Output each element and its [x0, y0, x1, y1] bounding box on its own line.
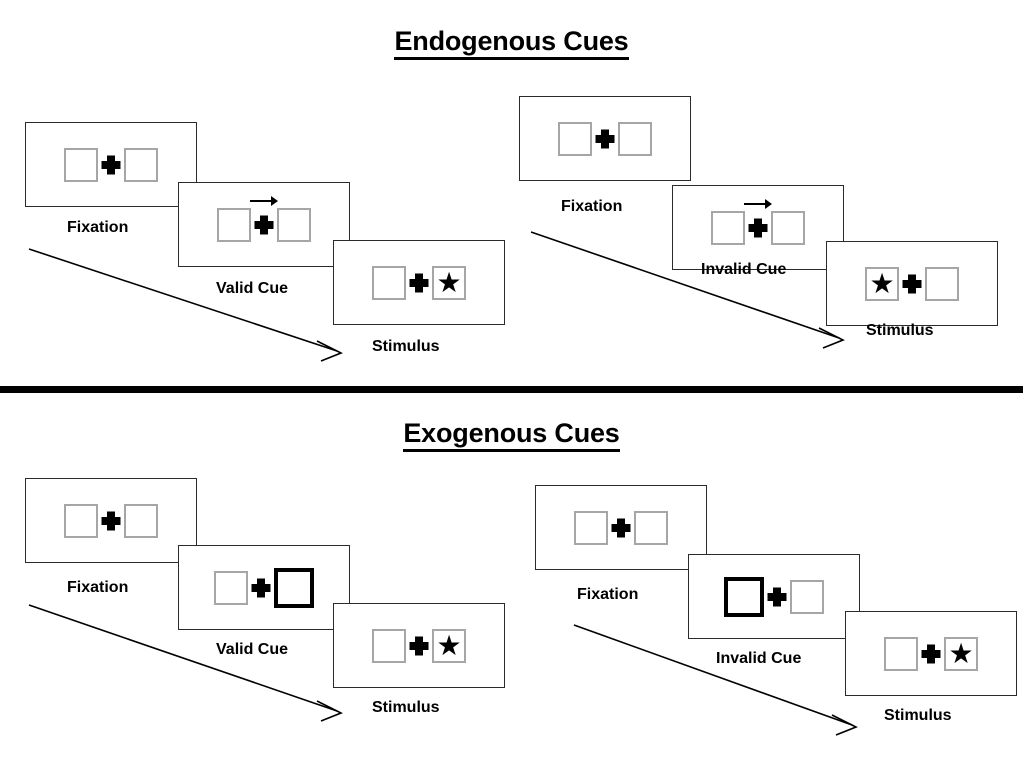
fixation-cross-icon	[899, 271, 925, 297]
frame-content: ★	[827, 242, 997, 325]
fixation-cross-icon	[744, 198, 772, 241]
exogenous-title-text: Exogenous Cues	[403, 418, 620, 452]
exogenous-valid-caption-fixation: Fixation	[67, 579, 129, 596]
stimulus-box-right	[771, 210, 805, 245]
fixation-cross-icon	[250, 195, 278, 238]
endogenous-valid-caption-cue: Valid Cue	[216, 280, 289, 297]
endogenous-valid-caption-stimulus: Stimulus	[372, 338, 440, 355]
star-target-icon: ★	[436, 629, 462, 661]
stimulus-box-right: ★	[432, 265, 466, 300]
frame-content: ★	[846, 612, 1016, 695]
endogenous-invalid-caption-fixation: Fixation	[561, 198, 623, 215]
stimulus-box-right: ★	[944, 636, 978, 671]
stimulus-box-left	[372, 628, 406, 663]
frame-content	[26, 123, 196, 206]
stimulus-box-right-cued	[274, 567, 314, 608]
fixation-cross-icon	[406, 633, 432, 659]
frame-content	[673, 186, 843, 269]
exogenous-valid-frame-fixation[interactable]	[25, 478, 197, 563]
exogenous-valid-frame-stimulus[interactable]: ★	[333, 603, 505, 688]
exogenous-valid-caption-cue: Valid Cue	[216, 641, 289, 658]
exogenous-valid-frame-cue[interactable]	[178, 545, 350, 630]
exogenous-valid-timeline-arrow	[28, 604, 343, 722]
stimulus-box-right	[124, 147, 158, 182]
stimulus-box-left	[711, 210, 745, 245]
endogenous-valid-frame-cue[interactable]	[178, 182, 350, 267]
arrow-right-cue-icon	[250, 195, 278, 206]
exogenous-invalid-frame-cue[interactable]	[688, 554, 860, 639]
section-divider	[0, 386, 1023, 393]
stimulus-box-left-cued	[724, 576, 764, 617]
exogenous-invalid-frame-stimulus[interactable]: ★	[845, 611, 1017, 696]
stimulus-box-left: ★	[865, 266, 899, 301]
endogenous-invalid-frame-fixation[interactable]	[519, 96, 691, 181]
endogenous-title-text: Endogenous Cues	[394, 26, 629, 60]
frame-content: ★	[334, 604, 504, 687]
stimulus-box-right	[634, 510, 668, 545]
stimulus-box-left	[558, 121, 592, 156]
fixation-cross-icon	[98, 152, 124, 178]
exogenous-valid-caption-stimulus: Stimulus	[372, 699, 440, 716]
frame-content	[520, 97, 690, 180]
stimulus-box-right	[277, 207, 311, 242]
exogenous-invalid-caption-fixation: Fixation	[577, 586, 639, 603]
star-target-icon: ★	[436, 266, 462, 298]
stimulus-box-right	[124, 503, 158, 538]
exogenous-invalid-caption-stimulus: Stimulus	[884, 707, 952, 724]
endogenous-invalid-timeline-arrow	[530, 231, 845, 349]
exogenous-invalid-caption-cue: Invalid Cue	[716, 650, 802, 667]
endogenous-valid-frame-fixation[interactable]	[25, 122, 197, 207]
star-target-icon: ★	[948, 637, 974, 669]
stimulus-box-right	[790, 579, 824, 614]
arrow-right-cue-icon	[744, 198, 772, 209]
stimulus-box-right: ★	[432, 628, 466, 663]
stimulus-box-right	[925, 266, 959, 301]
stimulus-box-left	[64, 503, 98, 538]
frame-content: ★	[334, 241, 504, 324]
fixation-cross-icon	[98, 508, 124, 534]
stimulus-box-left	[884, 636, 918, 671]
fixation-cross-icon	[592, 126, 618, 152]
endogenous-valid-frame-stimulus[interactable]: ★	[333, 240, 505, 325]
frame-content	[179, 183, 349, 266]
fixation-cross-icon	[608, 515, 634, 541]
section-endogenous: Endogenous Cues Fixation Valid Cue	[0, 0, 1023, 390]
fixation-cross-icon	[764, 584, 790, 610]
frame-content	[26, 479, 196, 562]
star-target-icon: ★	[869, 267, 895, 299]
endogenous-section-title: Endogenous Cues	[0, 26, 1023, 60]
fixation-cross-icon	[406, 270, 432, 296]
endogenous-valid-caption-fixation: Fixation	[67, 219, 129, 236]
stimulus-box-left	[214, 570, 248, 605]
fixation-cross-icon	[248, 575, 274, 601]
stimulus-box-left	[372, 265, 406, 300]
stimulus-box-left	[217, 207, 251, 242]
exogenous-invalid-timeline-arrow	[573, 624, 858, 736]
endogenous-invalid-caption-stimulus: Stimulus	[866, 322, 934, 339]
frame-content	[536, 486, 706, 569]
exogenous-section-title: Exogenous Cues	[0, 418, 1023, 452]
endogenous-invalid-frame-stimulus[interactable]: ★	[826, 241, 998, 326]
fixation-cross-icon	[918, 641, 944, 667]
endogenous-invalid-caption-cue: Invalid Cue	[701, 261, 787, 278]
frame-content	[689, 555, 859, 638]
exogenous-invalid-frame-fixation[interactable]	[535, 485, 707, 570]
stimulus-box-left	[574, 510, 608, 545]
section-exogenous: Exogenous Cues Fixation Valid Cue ★ Stim…	[0, 393, 1023, 767]
stimulus-box-left	[64, 147, 98, 182]
endogenous-valid-timeline-arrow	[28, 248, 343, 362]
stimulus-box-right	[618, 121, 652, 156]
endogenous-invalid-frame-cue[interactable]	[672, 185, 844, 270]
frame-content	[179, 546, 349, 629]
